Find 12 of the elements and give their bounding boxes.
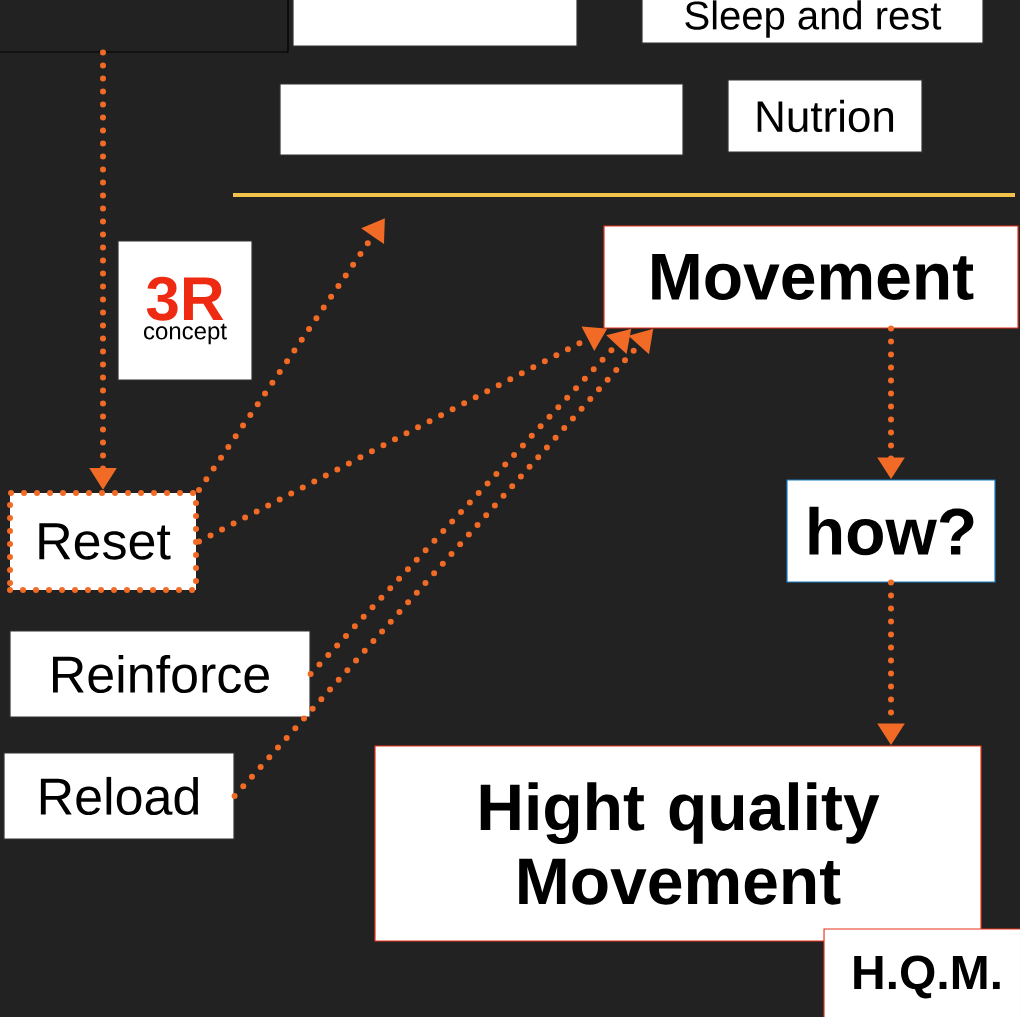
label-box xyxy=(279,83,684,156)
question-box: how? xyxy=(786,479,996,583)
abbreviation-box: H.Q.M. xyxy=(823,928,1020,1017)
label-box: Sleep and rest xyxy=(641,0,984,44)
label-box xyxy=(292,0,578,47)
panel-box xyxy=(0,0,289,53)
process-box: Reload xyxy=(3,752,235,840)
label-box: Nutrion xyxy=(727,79,923,153)
concept-box: Movement xyxy=(603,225,1019,329)
concept-box: 3R concept xyxy=(117,240,253,381)
process-box: Reinforce xyxy=(9,630,311,718)
process-box: Reset xyxy=(7,490,199,593)
